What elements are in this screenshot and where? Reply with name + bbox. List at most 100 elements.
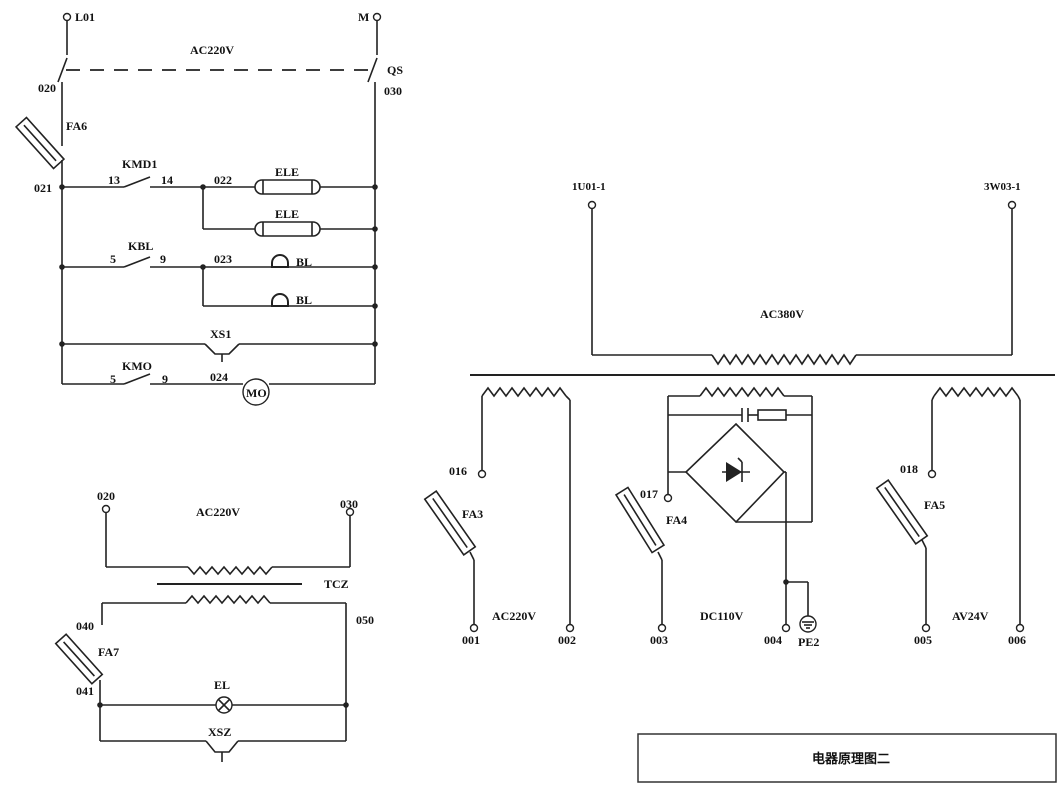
bell-bl-1 xyxy=(271,254,289,268)
fuse-fa7 xyxy=(54,633,104,685)
terminal-003 xyxy=(657,623,667,633)
bell-bl-2 xyxy=(271,293,289,307)
terminal-017 xyxy=(663,493,673,503)
label-fa7: FA7 xyxy=(98,645,119,659)
tcz-secondary-coil xyxy=(185,594,271,605)
socket-xsz xyxy=(205,740,239,762)
label-020: 020 xyxy=(38,81,56,95)
label-021: 021 xyxy=(34,181,52,195)
label-030: 030 xyxy=(384,84,402,98)
label-kbl: KBL xyxy=(128,239,153,253)
label-kmd1: KMD1 xyxy=(122,157,157,171)
fuse-fa6 xyxy=(14,116,66,170)
label-pe2: PE2 xyxy=(798,635,819,649)
terminal-1u01-1 xyxy=(587,200,597,210)
label-l01: L01 xyxy=(75,10,95,24)
lamp-el xyxy=(215,696,233,714)
label-fa6: FA6 xyxy=(66,119,87,133)
label-003: 003 xyxy=(650,633,668,647)
power-control-circuit: L01 M AC220V QS 020 030 FA6 021 KMD1 13 … xyxy=(14,10,403,406)
contact-kmo xyxy=(123,373,151,385)
terminal-m xyxy=(372,12,382,22)
label-ac380v: AC380V xyxy=(760,307,804,321)
label-dc110v: DC110V xyxy=(700,609,744,623)
label-3w03-1: 3W03-1 xyxy=(984,181,1021,193)
label-kmo: KMO xyxy=(122,359,152,373)
label-017: 017 xyxy=(640,487,658,501)
terminal-l01 xyxy=(62,12,72,22)
label-040: 040 xyxy=(76,619,94,633)
label-xsz: XSZ xyxy=(208,725,231,739)
terminal-016 xyxy=(477,469,487,479)
motor-mo xyxy=(242,378,270,406)
label-9-kbl: 9 xyxy=(160,252,166,266)
heater-ele-1 xyxy=(254,179,321,195)
contact-kbl xyxy=(123,256,151,268)
tcz-primary-coil xyxy=(187,565,273,576)
label-el: EL xyxy=(214,678,230,692)
label-qs: QS xyxy=(387,63,403,77)
secondary-coil-1 xyxy=(481,386,567,398)
transformer-primary-coil xyxy=(711,353,857,366)
terminal-005 xyxy=(921,623,931,633)
label-030-light: 030 xyxy=(340,497,358,511)
label-018: 018 xyxy=(900,462,918,476)
label-1u01-1: 1U01-1 xyxy=(572,181,606,193)
label-ac220v-light: AC220V xyxy=(196,505,240,519)
label-ele-1: ELE xyxy=(275,165,299,179)
fuse-fa3 xyxy=(423,490,477,556)
label-m: M xyxy=(358,10,369,24)
qs-blade-right xyxy=(367,57,378,83)
lighting-circuit: 020 030 AC220V TCZ 040 050 FA7 041 xyxy=(54,489,374,762)
secondary-coil-2 xyxy=(699,386,785,398)
label-024: 024 xyxy=(210,370,228,384)
label-fa4: FA4 xyxy=(666,513,687,527)
label-050: 050 xyxy=(356,613,374,627)
terminal-006 xyxy=(1015,623,1025,633)
label-5-kbl: 5 xyxy=(110,252,116,266)
label-002: 002 xyxy=(558,633,576,647)
label-14: 14 xyxy=(161,173,173,187)
title-block: 电器原理图二 xyxy=(637,733,1057,783)
label-004: 004 xyxy=(764,633,782,647)
terminal-020 xyxy=(101,504,111,514)
bridge-rectifier xyxy=(684,422,786,524)
label-006: 006 xyxy=(1008,633,1026,647)
label-bl-1: BL xyxy=(296,255,312,269)
resistor-snubber xyxy=(757,409,787,421)
label-13: 13 xyxy=(108,173,120,187)
label-fa5: FA5 xyxy=(924,498,945,512)
label-022: 022 xyxy=(214,173,232,187)
fuse-fa4 xyxy=(614,486,666,554)
terminal-004 xyxy=(781,623,791,633)
label-fa3: FA3 xyxy=(462,507,483,521)
label-020-light: 020 xyxy=(97,489,115,503)
terminal-018 xyxy=(927,469,937,479)
label-ac220v-secondary: AC220V xyxy=(492,609,536,623)
label-ac220v-top: AC220V xyxy=(190,43,234,57)
label-041: 041 xyxy=(76,684,94,698)
contact-kmd1 xyxy=(123,176,151,188)
label-bl-2: BL xyxy=(296,293,312,307)
fuse-fa5 xyxy=(875,479,929,545)
terminal-001 xyxy=(469,623,479,633)
label-016: 016 xyxy=(449,464,467,478)
label-9-kmo: 9 xyxy=(162,372,168,386)
terminal-3w03-1 xyxy=(1007,200,1017,210)
label-av24v: AV24V xyxy=(952,609,989,623)
secondary-coil-3 xyxy=(933,386,1019,398)
label-tcz: TCZ xyxy=(324,577,349,591)
qs-blade-left xyxy=(57,57,68,83)
label-mo: MO xyxy=(246,386,267,400)
terminal-030 xyxy=(345,507,355,517)
drawing-title: 电器原理图二 xyxy=(812,751,890,767)
ground-pe2-icon xyxy=(799,615,817,633)
transformer-circuit: 1U01-1 3W03-1 AC380V 016 002 FA3 001 AC2… xyxy=(423,181,1055,649)
label-001: 001 xyxy=(462,633,480,647)
label-023: 023 xyxy=(214,252,232,266)
label-005: 005 xyxy=(914,633,932,647)
capacitor-snubber xyxy=(741,408,749,422)
label-ele-2: ELE xyxy=(275,207,299,221)
label-xs1: XS1 xyxy=(210,327,231,341)
